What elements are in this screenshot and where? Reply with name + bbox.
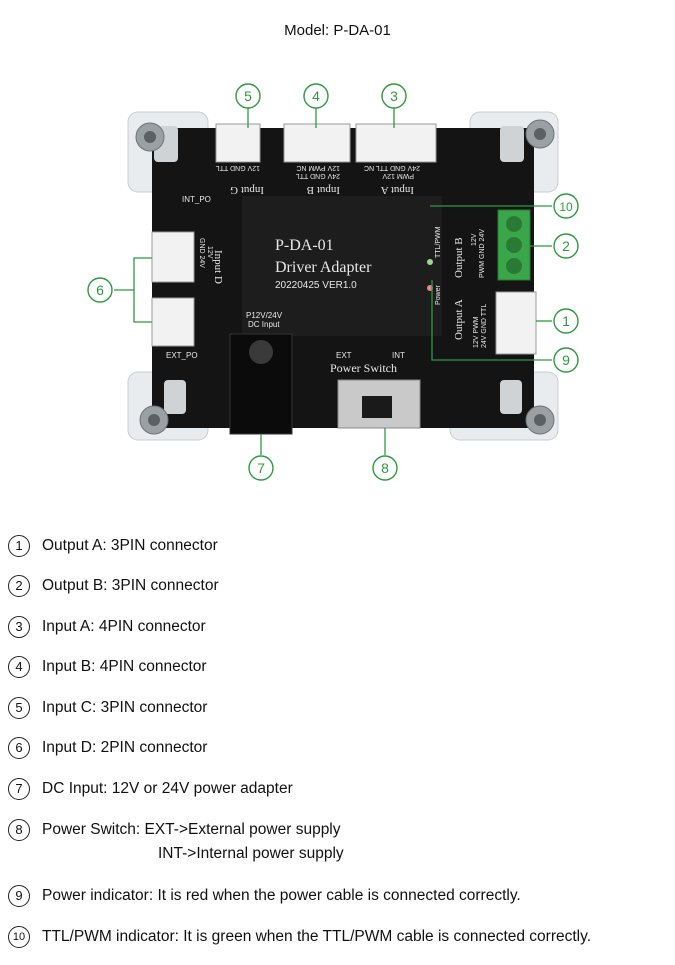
ttl-pwm-label: TTL/PWM <box>435 226 442 258</box>
svg-text:7: 7 <box>257 460 265 476</box>
output-a-connector <box>495 291 537 355</box>
pin-input-d2: 12V <box>206 246 213 259</box>
callout-3: 3 <box>381 83 407 109</box>
board-name: P-DA-01 <box>275 237 334 254</box>
callout-2: 2 <box>553 233 579 259</box>
board-version: 20220425 VER1.0 <box>275 280 357 291</box>
legend-number: 1 <box>8 535 30 557</box>
legend-text: Output A: 3PIN connector <box>42 537 218 554</box>
int-label: INT <box>392 351 405 360</box>
legend-number: 7 <box>8 778 30 800</box>
legend-number: 9 <box>8 885 30 907</box>
standoff-screw-br <box>500 380 555 435</box>
svg-text:2: 2 <box>562 238 570 254</box>
legend-number: 8 <box>8 819 30 841</box>
svg-text:5: 5 <box>244 88 252 104</box>
pin-output-b2: PWM GND 24V <box>479 229 486 278</box>
ttl-pwm-led <box>427 259 433 265</box>
legend-text-continued: INT->Internal power supply <box>158 845 344 862</box>
input-a-connector <box>355 123 437 163</box>
input-c-connector <box>215 123 261 163</box>
dc-input-line2: DC Input <box>248 320 280 329</box>
svg-text:4: 4 <box>312 88 320 104</box>
callout-6: 6 <box>87 277 113 303</box>
legend-text: Power Switch: EXT->External power supply <box>42 821 341 838</box>
svg-text:3: 3 <box>390 88 398 104</box>
legend-text: Input A: 4PIN connector <box>42 618 206 635</box>
legend-number: 2 <box>8 575 30 597</box>
pin-output-b: 12V <box>471 233 478 246</box>
legend: 1 Output A: 3PIN connector 2 Output B: 3… <box>8 0 668 965</box>
svg-text:10: 10 <box>559 200 573 214</box>
power-switch-slider <box>362 396 392 418</box>
input-d-label: Input D <box>212 250 224 284</box>
svg-text:6: 6 <box>96 282 104 298</box>
input-d-connector-upper <box>151 231 195 283</box>
int-po-label: INT_PO <box>182 195 211 204</box>
svg-text:1: 1 <box>562 313 570 329</box>
pcb-inner-panel <box>242 196 442 336</box>
board-subtitle: Driver Adapter <box>275 259 372 276</box>
pin-input-b: 12V PWM NC <box>296 164 340 171</box>
pin-input-a2: PWM 12V <box>382 172 414 179</box>
output-b-label: Output B <box>453 237 465 278</box>
callout-10: 10 <box>553 193 579 219</box>
pin-input-a: 24V GND TTL NC <box>364 164 420 171</box>
svg-text:9: 9 <box>562 352 570 368</box>
output-a-label: Output A <box>453 299 465 340</box>
svg-text:8: 8 <box>381 460 389 476</box>
legend-number: 6 <box>8 737 30 759</box>
pin-output-a: 12V PWM <box>473 316 480 348</box>
input-g-label: Input G <box>230 184 264 196</box>
ext-label: EXT <box>336 351 352 360</box>
callout-9: 9 <box>553 347 579 373</box>
legend-number: 3 <box>8 616 30 638</box>
callout-5: 5 <box>235 83 261 109</box>
legend-number: 5 <box>8 697 30 719</box>
callout-4: 4 <box>303 83 329 109</box>
input-a-label: Input A <box>381 184 414 196</box>
legend-text: Input C: 3PIN connector <box>42 699 208 716</box>
callout-lines <box>114 108 552 455</box>
board-diagram: P-DA-01 Driver Adapter 20220425 VER1.0 I… <box>87 83 579 481</box>
legend-number: 10 <box>8 926 30 948</box>
legend-text: DC Input: 12V or 24V power adapter <box>42 780 293 797</box>
legend-number: 4 <box>8 656 30 678</box>
power-label: Power <box>435 284 442 305</box>
standoff-screw-bl <box>139 380 186 435</box>
pin-output-a2: 24V GND TTL <box>481 304 488 348</box>
legend-text: Output B: 3PIN connector <box>42 577 219 594</box>
input-b-label: Input B <box>307 184 340 196</box>
legend-text: Power indicator: It is red when the powe… <box>42 887 521 904</box>
callout-1: 1 <box>553 308 579 334</box>
pin-input-c: 12V GND TTL <box>216 164 260 171</box>
ext-po-label: EXT_PO <box>166 351 198 360</box>
standoff-screw-tl <box>135 122 178 162</box>
legend-text: Input D: 2PIN connector <box>42 739 208 756</box>
callout-8: 8 <box>372 455 398 481</box>
dc-input-line1: P12V/24V <box>246 311 283 320</box>
input-b-connector <box>283 123 351 163</box>
callout-7: 7 <box>248 455 274 481</box>
pin-input-b2: 24V GND TTL <box>296 172 340 179</box>
legend-text: TTL/PWM indicator: It is green when the … <box>42 928 592 945</box>
legend-text: Input B: 4PIN connector <box>42 658 207 675</box>
model-title: Model: P-DA-01 <box>284 22 391 39</box>
power-switch-label: Power Switch <box>330 361 397 375</box>
standoff-screw-tr <box>500 119 555 162</box>
pin-input-d: GND 24V <box>198 238 205 268</box>
